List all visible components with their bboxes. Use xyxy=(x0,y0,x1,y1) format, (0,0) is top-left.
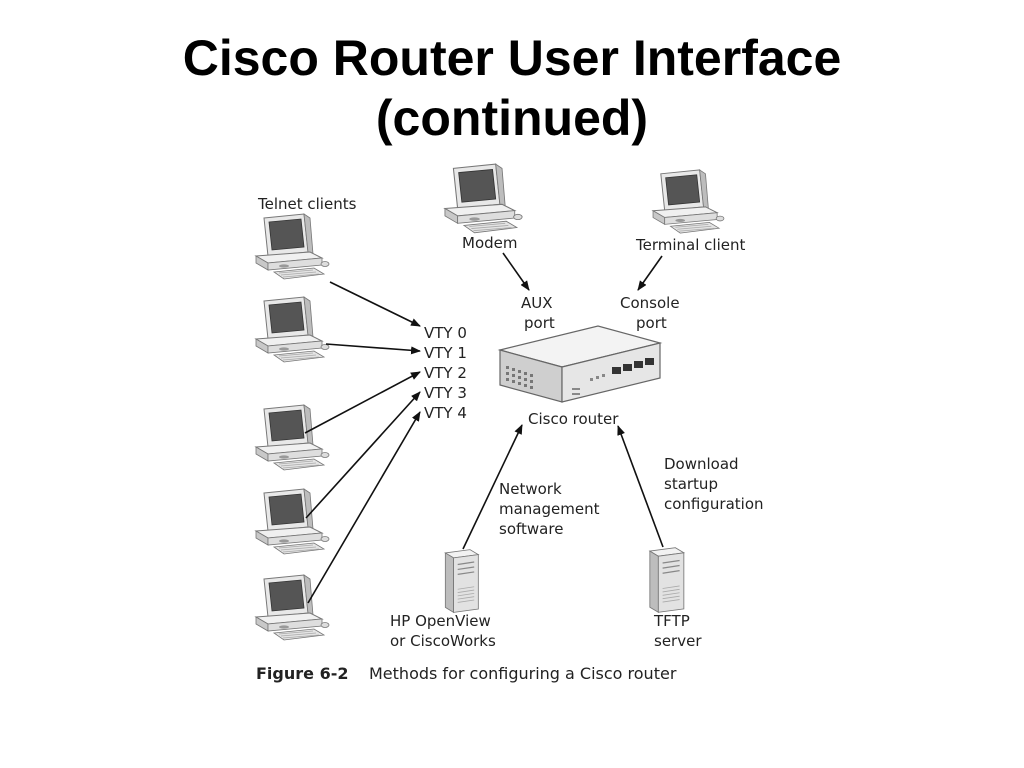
figure-number: Figure 6-2 xyxy=(256,664,348,683)
telnet-clients-label: Telnet clients xyxy=(257,195,357,213)
slide-title: Cisco Router User Interface (continued) xyxy=(0,28,1024,148)
network-mgmt-label-2: management xyxy=(499,500,600,518)
network-mgmt-label-1: Network xyxy=(499,480,562,498)
download-config-label-3: configuration xyxy=(664,495,764,513)
tftp-server-machine xyxy=(649,546,685,614)
arrow-telnet-1 xyxy=(329,281,421,327)
modem-pc xyxy=(444,163,523,234)
title-line-2: (continued) xyxy=(375,90,649,146)
modem-label: Modem xyxy=(462,234,517,252)
telnet-client-pc-1 xyxy=(255,213,330,280)
console-port-label-1: Console xyxy=(620,294,680,312)
cisco-router-device xyxy=(497,325,663,403)
telnet-client-pc-2 xyxy=(255,296,330,363)
console-port-label-2: port xyxy=(636,314,667,332)
tftp-server-label-1: TFTP xyxy=(653,612,690,630)
vty-0-label: VTY 0 xyxy=(424,324,467,342)
cisco-router-label: Cisco router xyxy=(528,410,619,428)
title-line-1: Cisco Router User Interface xyxy=(182,30,842,86)
telnet-client-pc-3 xyxy=(255,404,330,471)
aux-port-label-1: AUX xyxy=(521,294,553,312)
terminal-client-label: Terminal client xyxy=(635,236,745,254)
terminal-client-pc xyxy=(652,169,725,234)
arrow-telnet-4 xyxy=(305,391,421,519)
arrow-network-mgmt xyxy=(462,424,523,550)
figure-caption: Methods for configuring a Cisco router xyxy=(369,664,677,683)
hp-openview-label-2: or CiscoWorks xyxy=(390,632,496,650)
download-config-label-1: Download xyxy=(664,455,739,473)
hp-openview-server xyxy=(444,548,480,614)
arrow-tftp-download xyxy=(617,425,664,548)
vty-4-label: VTY 4 xyxy=(424,404,467,422)
hp-openview-label-1: HP OpenView xyxy=(390,612,491,630)
vty-1-label: VTY 1 xyxy=(424,344,467,362)
vty-2-label: VTY 2 xyxy=(424,364,467,382)
arrow-telnet-5 xyxy=(307,411,421,604)
tftp-server-label-2: server xyxy=(654,632,702,650)
aux-port-label-2: port xyxy=(524,314,555,332)
vty-3-label: VTY 3 xyxy=(424,384,467,402)
network-mgmt-label-3: software xyxy=(499,520,563,538)
download-config-label-2: startup xyxy=(664,475,718,493)
arrow-telnet-2 xyxy=(325,343,421,355)
arrow-modem-aux xyxy=(502,252,530,291)
arrow-telnet-3 xyxy=(304,371,421,434)
arrow-terminal-console xyxy=(637,255,663,291)
telnet-client-pc-4 xyxy=(255,488,330,555)
